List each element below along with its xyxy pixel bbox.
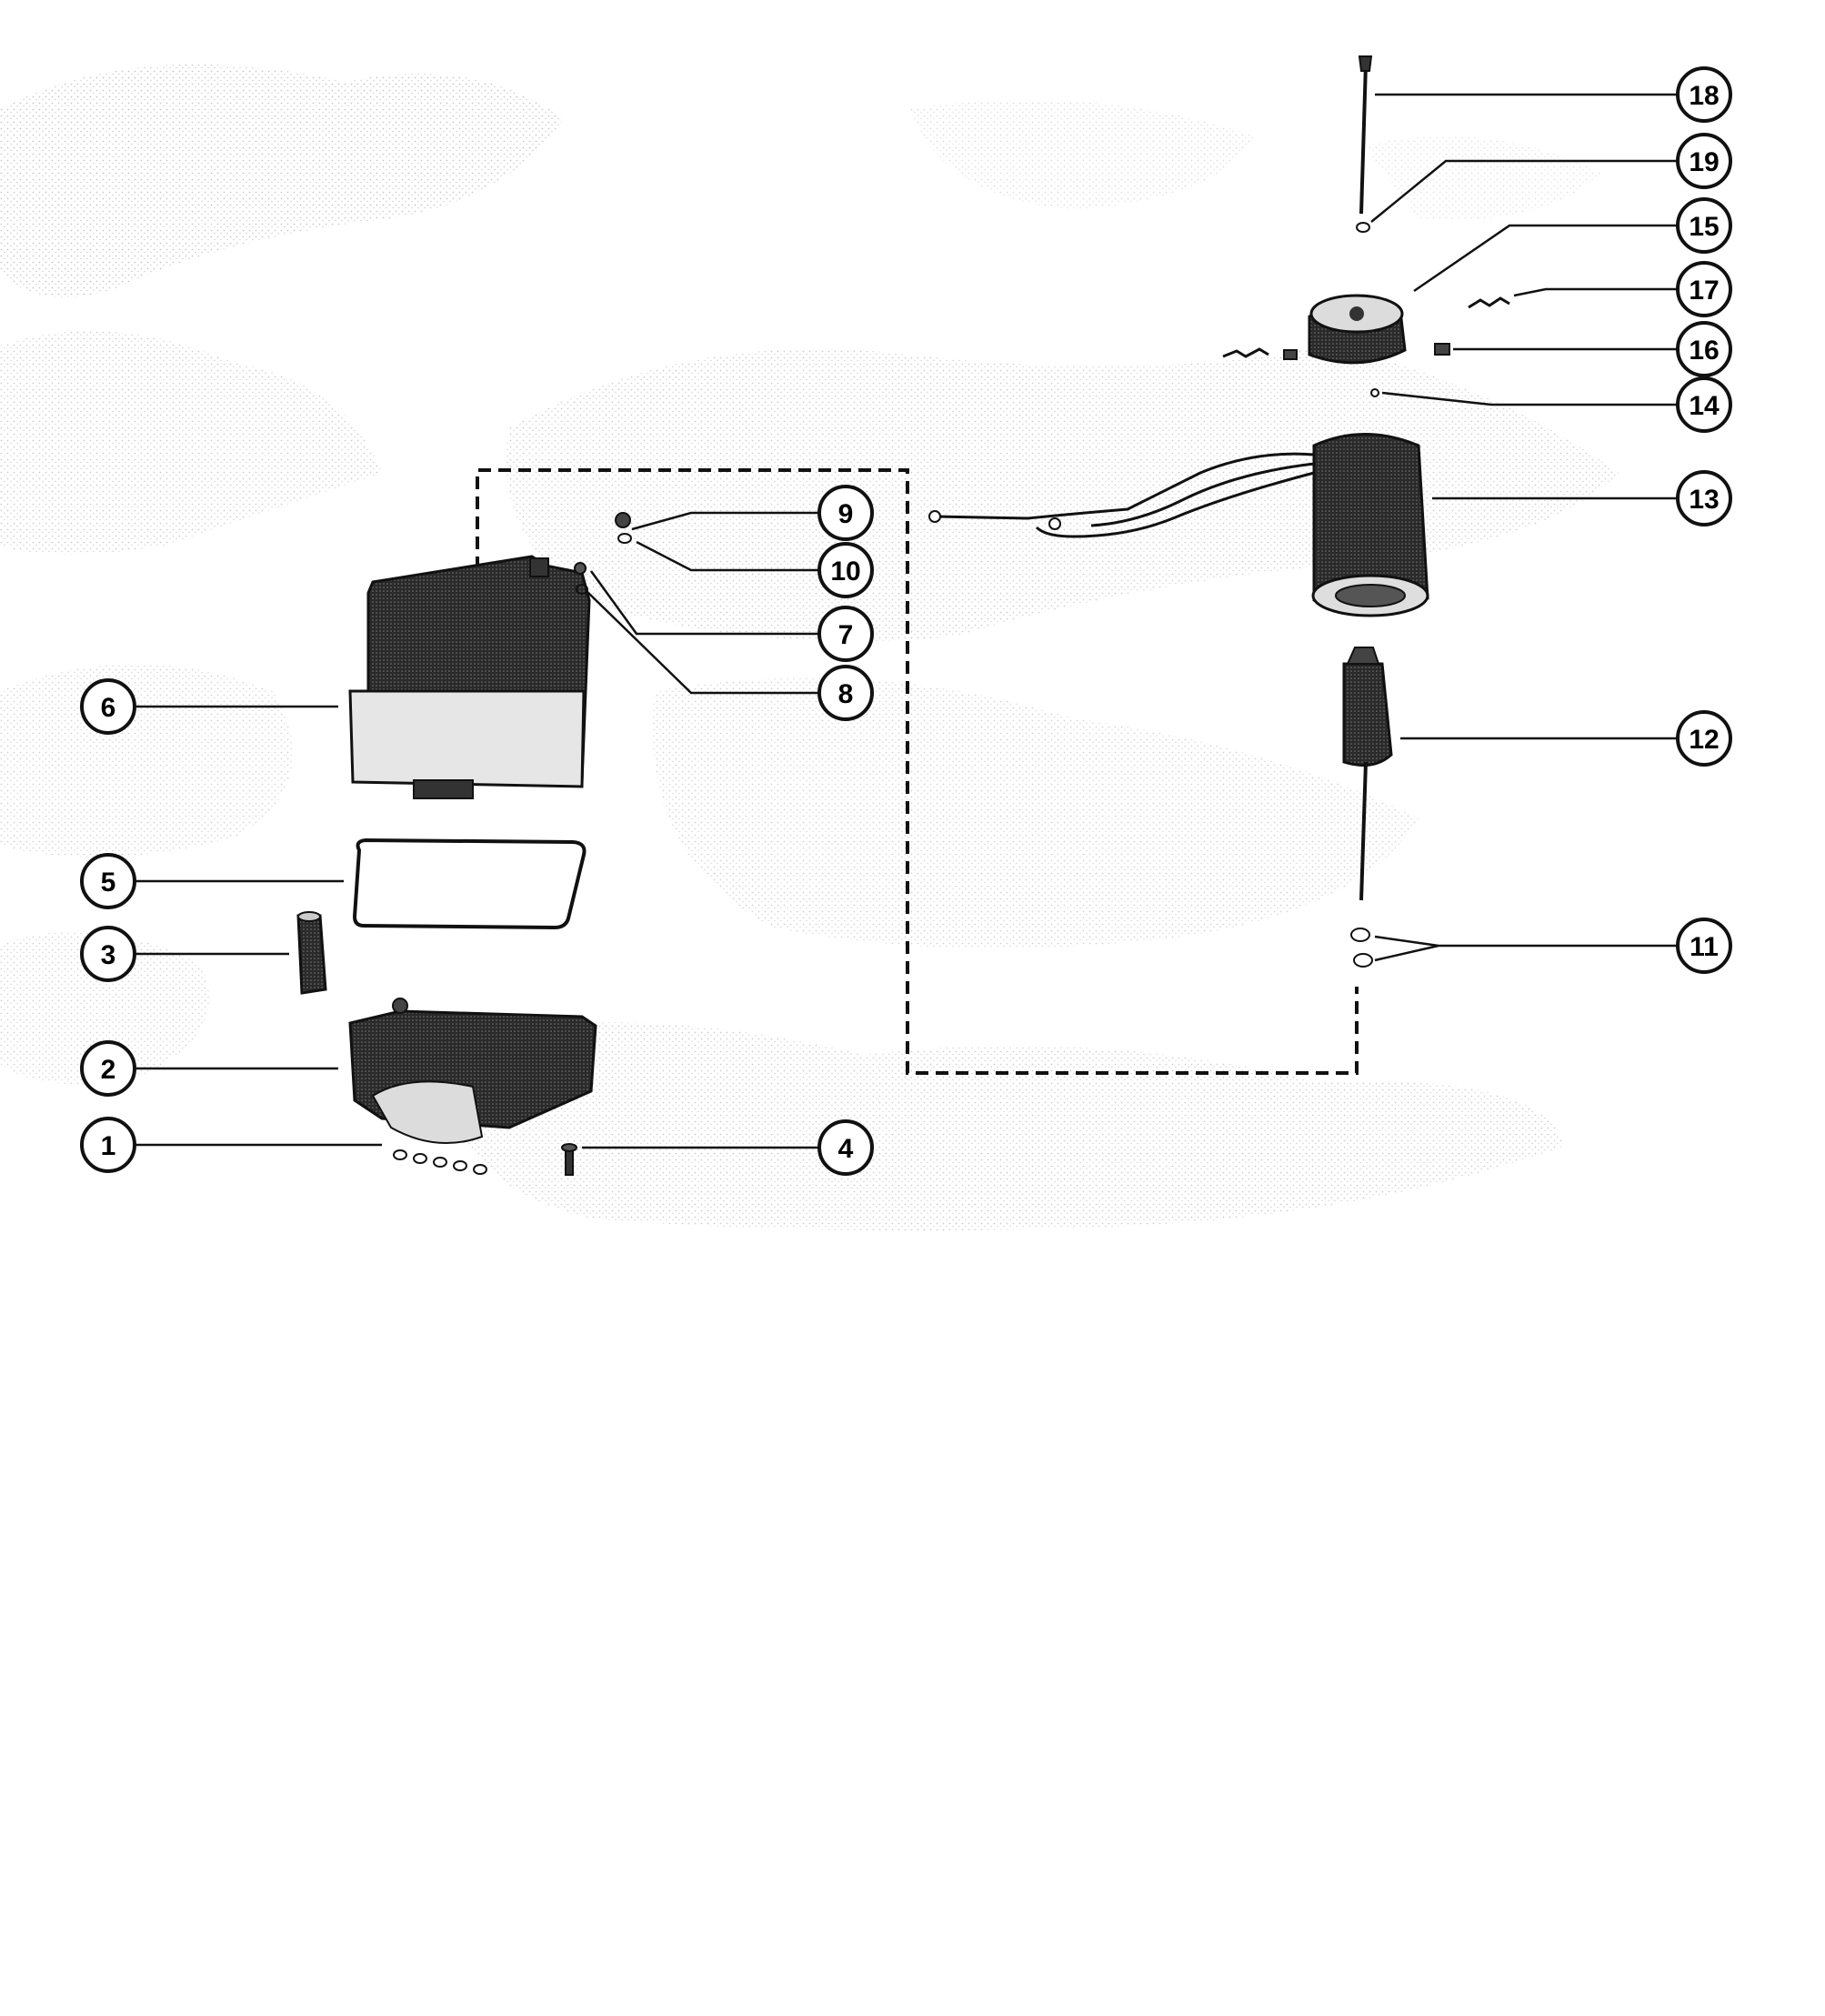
gasket-part [352, 837, 587, 930]
o-rings-part [393, 1149, 487, 1175]
callout-11-label: 11 [1690, 932, 1719, 962]
callout-10-label: 10 [830, 557, 860, 587]
callout-7: 7 [817, 606, 874, 662]
callout-3-label: 3 [101, 940, 116, 970]
callout-18-label: 18 [1689, 81, 1719, 111]
callout-1: 1 [80, 1117, 136, 1173]
callout-18: 18 [1676, 66, 1732, 123]
callout-5: 5 [80, 853, 136, 909]
callout-7-label: 7 [838, 620, 854, 650]
motor-housing-part [928, 433, 1429, 617]
callout-3: 3 [80, 926, 136, 982]
callout-17: 17 [1676, 261, 1732, 317]
callout-12: 12 [1676, 710, 1732, 767]
callout-9: 9 [817, 485, 874, 541]
pump-base-part [348, 998, 597, 1145]
callout-9-label: 9 [838, 499, 854, 529]
callout-group: 18 19 15 17 16 14 13 12 [80, 66, 1732, 1176]
callout-2: 2 [80, 1040, 136, 1097]
callout-14-label: 14 [1689, 391, 1720, 421]
callout-1-label: 1 [101, 1131, 116, 1161]
callout-8-label: 8 [838, 679, 854, 709]
callout-17-label: 17 [1689, 276, 1719, 306]
small-fasteners-part [574, 512, 632, 595]
leader-lines [127, 93, 1677, 1149]
screw-part [561, 1143, 577, 1176]
dashed-assembly-bracket [476, 468, 1359, 1075]
callout-16: 16 [1676, 321, 1732, 377]
callout-14: 14 [1676, 376, 1732, 433]
callout-8: 8 [817, 665, 874, 721]
callout-2-label: 2 [101, 1055, 116, 1085]
callout-15-label: 15 [1689, 212, 1719, 242]
callout-12-label: 12 [1689, 725, 1719, 755]
callout-4: 4 [817, 1119, 874, 1176]
filter-element-part [296, 911, 327, 995]
callout-19: 19 [1676, 133, 1732, 189]
callout-16-label: 16 [1689, 336, 1719, 366]
through-bolt-part [1358, 55, 1373, 215]
end-cap-part [1222, 294, 1510, 365]
callout-13-label: 13 [1689, 485, 1719, 515]
callout-11: 11 [1676, 918, 1732, 974]
callout-5-label: 5 [101, 868, 116, 898]
callout-19-label: 19 [1689, 147, 1719, 177]
callout-4-label: 4 [838, 1134, 854, 1164]
thrust-washers-part [1350, 928, 1373, 968]
callout-6-label: 6 [101, 693, 116, 723]
bushing-part [1370, 388, 1379, 397]
armature-part [1342, 647, 1393, 901]
upper-housing-part [348, 555, 591, 799]
callout-15: 15 [1676, 197, 1732, 254]
top-washer-part [1356, 222, 1370, 233]
callout-10: 10 [817, 542, 874, 598]
callout-6: 6 [80, 678, 136, 735]
stipple-background [0, 64, 1619, 1231]
callout-13: 13 [1676, 470, 1732, 527]
